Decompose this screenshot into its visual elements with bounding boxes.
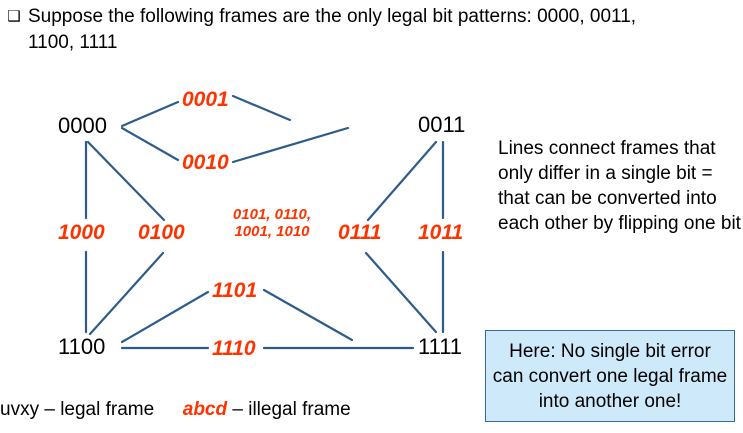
edge-1100-1101-left xyxy=(120,290,210,344)
node-1111: 1111 xyxy=(418,334,463,359)
edge-label-0001: 0001 xyxy=(182,88,229,111)
hamming-cube-diagram: 0000 0011 1100 1111 0001 0010 1000 0100 … xyxy=(0,70,490,380)
node-0011: 0011 xyxy=(418,112,466,137)
edge-label-0010: 0010 xyxy=(182,151,229,174)
callout-text: Here: No single bit error can convert on… xyxy=(492,340,728,412)
edge-0000-0001-left xyxy=(120,100,180,128)
edge-label-1000: 1000 xyxy=(58,221,105,244)
edge-0000-0010-left xyxy=(120,126,180,162)
edge-label-1101: 1101 xyxy=(212,279,258,302)
header-bullet-line: ❑ Suppose the following frames are the o… xyxy=(0,4,700,56)
node-1100: 1100 xyxy=(58,334,106,359)
center-illegal-line-2: 1001, 1010 xyxy=(234,223,310,240)
center-illegal-line-1: 0101, 0110, xyxy=(232,206,312,223)
edge-0100-1100-lower xyxy=(88,251,165,336)
edge-label-0111: 0111 xyxy=(338,221,382,244)
legend-line: uvxy – legal frame abcd – illegal frame xyxy=(0,398,480,422)
edge-label-1110: 1110 xyxy=(212,337,256,360)
explanation-text: Lines connect frames that only differ in… xyxy=(498,138,741,234)
header-text: Suppose the following frames are the onl… xyxy=(28,6,637,53)
edge-0001-0011-right xyxy=(231,94,292,122)
hollow-square-bullet-icon: ❑ xyxy=(7,8,21,25)
edge-0010-0011-right xyxy=(231,126,350,164)
edge-label-1011: 1011 xyxy=(418,221,464,244)
edge-1101-1111-right xyxy=(262,288,354,342)
edge-0111-1111-lower xyxy=(364,251,438,334)
edge-0000-0100-upper xyxy=(86,140,166,222)
legend-illegal-code: abcd xyxy=(182,399,228,420)
diagram-edges xyxy=(84,94,445,350)
edge-label-0100: 0100 xyxy=(138,221,185,244)
legend-illegal-text: – illegal frame xyxy=(232,399,351,420)
edge-0011-0111-upper xyxy=(366,140,438,222)
node-0000: 0000 xyxy=(58,113,107,138)
legend-legal-text: uvxy – legal frame xyxy=(0,399,155,420)
callout-box: Here: No single bit error can convert on… xyxy=(485,330,735,422)
